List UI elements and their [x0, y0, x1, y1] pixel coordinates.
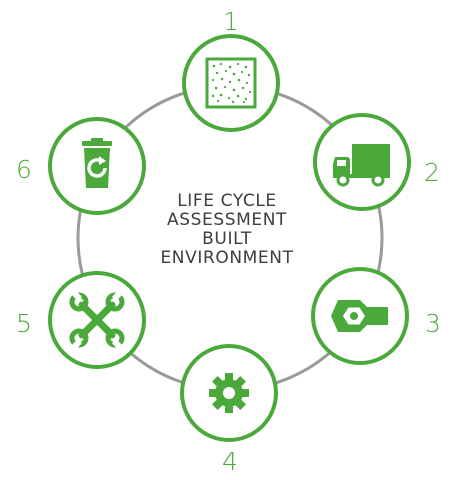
stage-node-3	[311, 267, 409, 365]
stage-number-2: 2	[424, 158, 440, 187]
stage-node-6	[48, 117, 146, 215]
stage-number-5: 5	[16, 309, 32, 338]
center-title-line-2: ASSESSMENT	[166, 210, 288, 230]
center-title-line-1: LIFE CYCLE	[177, 191, 277, 211]
gear-icon	[209, 373, 249, 413]
wrench-bolt-icon	[331, 300, 388, 332]
stage-number-3: 3	[425, 309, 441, 338]
material-texture-icon	[205, 57, 257, 109]
stage-number-1: 1	[223, 7, 239, 36]
truck-icon	[333, 144, 390, 187]
stage-number-4: 4	[222, 447, 238, 476]
center-title: LIFE CYCLE ASSESSMENT BUILT ENVIRONMENT	[127, 192, 327, 268]
stage-node-1	[182, 34, 280, 132]
recycle-bin-icon	[82, 138, 112, 188]
stage-node-5	[48, 271, 146, 369]
center-title-line-4: ENVIRONMENT	[160, 248, 294, 268]
center-title-line-3: BUILT	[202, 229, 252, 249]
stage-node-4	[180, 344, 278, 442]
stage-number-6: 6	[16, 155, 32, 184]
stage-node-2	[313, 113, 411, 211]
